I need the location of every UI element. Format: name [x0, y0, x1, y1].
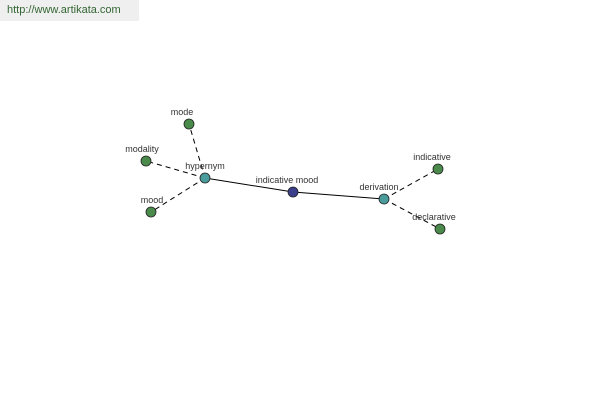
node-dot-mood[interactable] — [145, 206, 157, 218]
node-mood[interactable]: mood — [141, 195, 164, 218]
node-dot-indicative-mood[interactable] — [287, 186, 299, 198]
node-indicative-mood[interactable]: indicative mood — [256, 175, 319, 198]
node-dot-hypernym[interactable] — [199, 172, 211, 184]
node-mode[interactable]: mode — [171, 107, 195, 130]
edge-derivation-declarative — [383, 198, 441, 230]
edge-hypernym-mode — [188, 123, 206, 179]
node-label-modality[interactable]: modality — [125, 144, 159, 154]
node-indicative[interactable]: indicative — [413, 152, 451, 175]
node-dot-indicative[interactable] — [432, 163, 444, 175]
node-hypernym[interactable]: hypernym — [185, 161, 225, 184]
edge-hypernym-mood — [150, 177, 206, 213]
node-label-mode[interactable]: mode — [171, 107, 194, 117]
edge-derivation-indicative — [383, 168, 439, 200]
node-label-hypernym[interactable]: hypernym — [185, 161, 225, 171]
node-declarative[interactable]: declarative — [412, 212, 456, 235]
node-modality[interactable]: modality — [125, 144, 159, 167]
node-dot-modality[interactable] — [140, 155, 152, 167]
edge-hypernym-modality — [145, 160, 206, 179]
node-label-derivation[interactable]: derivation — [359, 182, 398, 192]
node-derivation[interactable]: derivation — [359, 182, 399, 205]
node-dot-mode[interactable] — [183, 118, 195, 130]
edge-indicative-mood-derivation — [292, 191, 385, 200]
node-dot-derivation[interactable] — [378, 193, 390, 205]
node-dot-declarative[interactable] — [434, 223, 446, 235]
node-label-indicative[interactable]: indicative — [413, 152, 451, 162]
edge-indicative-mood-hypernym — [204, 177, 294, 193]
edges-layer — [145, 123, 441, 230]
node-label-declarative[interactable]: declarative — [412, 212, 456, 222]
site-url-link[interactable]: http://www.artikata.com — [0, 0, 139, 21]
nodes-layer: indicative mood hypernym derivation mode mod… — [125, 107, 456, 235]
node-label-indicative-mood[interactable]: indicative mood — [256, 175, 319, 185]
node-label-mood[interactable]: mood — [141, 195, 164, 205]
